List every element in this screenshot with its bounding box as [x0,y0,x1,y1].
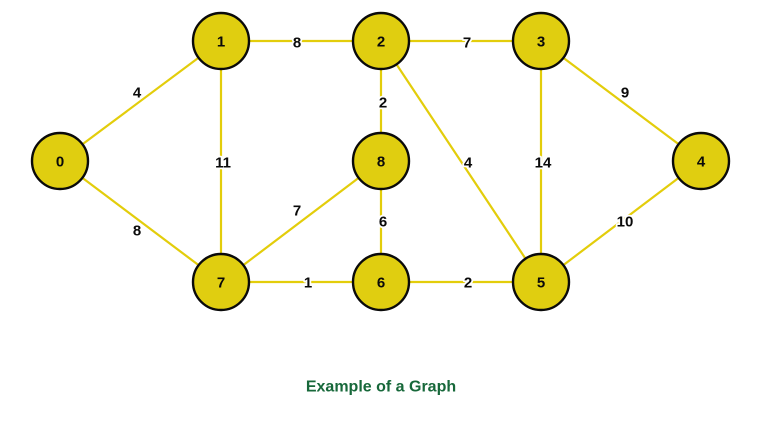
graph-node-3[interactable]: 3 [511,11,571,71]
graph-node-1[interactable]: 1 [191,11,251,71]
edge-weight-7-8: 7 [293,203,301,220]
nodes-layer: 0 1 2 3 4 5 6 7 8 [30,11,731,312]
edge-weight-0-1: 4 [133,85,142,102]
edge-weight-5-6: 2 [464,275,472,292]
edge-weight-6-8: 6 [379,214,387,231]
graph-node-6[interactable]: 6 [351,252,411,312]
node-circle-8[interactable] [351,131,411,191]
edge-weight-0-7: 8 [133,223,141,240]
node-circle-5[interactable] [511,252,571,312]
edge-weight-6-7: 1 [304,275,312,292]
graph-node-7[interactable]: 7 [191,252,251,312]
node-label-2: 2 [377,34,385,51]
edge-weight-2-5: 4 [464,155,473,172]
node-circle-6[interactable] [351,252,411,312]
graph-node-5[interactable]: 5 [511,252,571,312]
graph-node-4[interactable]: 4 [671,131,731,191]
node-label-4: 4 [697,154,706,171]
edge-3-4 [561,56,681,146]
node-circle-1[interactable] [191,11,251,71]
edge-4-5 [561,176,681,267]
node-circle-3[interactable] [511,11,571,71]
edge-weight-3-4: 9 [621,85,629,102]
edge-weight-2-3: 7 [463,35,471,52]
graph-node-0[interactable]: 0 [30,131,90,191]
edge-weight-4-5: 10 [617,214,634,231]
node-circle-7[interactable] [191,252,251,312]
edge-7-8 [241,176,361,267]
node-label-0: 0 [56,154,64,171]
edge-labels-layer: 4 8 8 11 7 2 4 9 14 10 2 1 6 7 [131,33,635,294]
edge-weight-1-7: 11 [215,155,231,172]
node-circle-4[interactable] [671,131,731,191]
graph-node-8[interactable]: 8 [351,131,411,191]
edge-0-7 [80,176,201,267]
graph-title: Example of a Graph [306,379,456,396]
edge-weight-2-8: 2 [379,95,387,112]
node-label-8: 8 [377,154,385,171]
edge-weight-3-5: 14 [535,155,552,172]
graph-node-2[interactable]: 2 [351,11,411,71]
node-label-5: 5 [537,275,545,292]
edge-0-1 [80,56,201,146]
node-label-7: 7 [217,275,225,292]
node-label-1: 1 [217,34,225,51]
node-label-6: 6 [377,275,385,292]
edge-weight-1-2: 8 [293,35,301,52]
edges-layer [80,39,681,284]
node-circle-2[interactable] [351,11,411,71]
node-circle-0[interactable] [30,131,90,191]
edge-2-5 [394,62,528,261]
node-label-3: 3 [537,34,545,51]
